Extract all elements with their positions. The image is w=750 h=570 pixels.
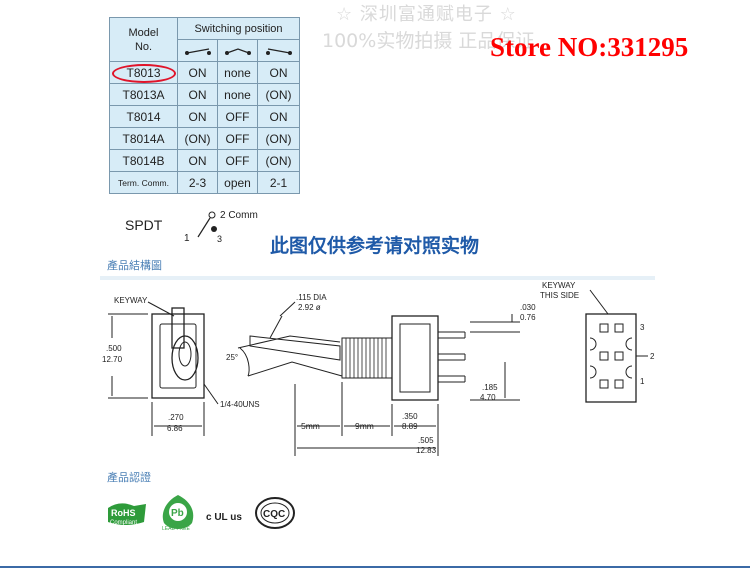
model-header: Model No. xyxy=(109,17,178,62)
model-cell: T8014B xyxy=(109,149,178,172)
dimension-drawing: KEYWAY .500 12.70 .270 6.86 1/4-40UNS 25… xyxy=(100,276,655,456)
position-cell: none xyxy=(217,83,258,106)
cqc-badge-icon: CQC xyxy=(255,497,295,529)
position-symbol-1 xyxy=(177,39,218,62)
position-cell: open xyxy=(217,171,258,194)
position-cell: 2-3 xyxy=(177,171,218,194)
table-row: T8014B ON OFF (ON) xyxy=(109,149,300,172)
pin-2-label: 2 xyxy=(650,352,655,361)
pin-3-label: 3 xyxy=(640,323,645,332)
switching-position-table: Model No. Switching position T8013 ON no… xyxy=(109,17,300,194)
switching-header: Switching position xyxy=(177,17,300,40)
rohs-sub-text: Compliant xyxy=(110,520,137,526)
watermark-line-1: ☆ 深圳富通赋电子 ☆ xyxy=(336,4,517,25)
spdt-comm-label: 2 Comm xyxy=(220,210,258,221)
position-cell: ON xyxy=(257,105,300,128)
dim-686: 6.86 xyxy=(167,424,183,433)
position-cell: OFF xyxy=(217,127,258,150)
position-cell: OFF xyxy=(217,105,258,128)
dim-889: 8.89 xyxy=(402,422,418,431)
position-cell: ON xyxy=(177,83,218,106)
model-cell: T8014 xyxy=(109,105,178,128)
table-row: T8014A (ON) OFF (ON) xyxy=(109,127,300,150)
dim-5mm: 5mm xyxy=(301,421,320,431)
table-row: T8013A ON none (ON) xyxy=(109,83,300,106)
position-cell: 2-1 xyxy=(257,171,300,194)
position-cell: (ON) xyxy=(257,149,300,172)
dim-9mm: 9mm xyxy=(355,421,374,431)
rohs-badge-icon: RoHS Compliant xyxy=(108,503,146,526)
spdt-pin-3: 3 xyxy=(217,234,222,244)
dim-1283: 12.83 xyxy=(416,446,437,455)
table-row: T8014 ON OFF ON xyxy=(109,105,300,128)
ul-text: c UL us xyxy=(206,512,242,523)
keyway-label: KEYWAY xyxy=(114,296,148,305)
switch-down-icon xyxy=(265,47,292,55)
ul-badge-icon: c UL us xyxy=(206,512,242,523)
model-cell: T8013A xyxy=(109,83,178,106)
switch-center-icon xyxy=(224,47,251,55)
dim-076: 0.76 xyxy=(520,313,536,322)
keyway-side-label-1: KEYWAY xyxy=(542,281,576,290)
pb-sub-text: LEAD FREE xyxy=(162,526,190,532)
store-number: Store NO:331295 xyxy=(490,32,689,62)
thread-label: 1/4-40UNS xyxy=(220,400,260,409)
keyway-side-label-2: THIS SIDE xyxy=(540,291,579,300)
pin-1-label: 1 xyxy=(640,377,645,386)
dim-350: .350 xyxy=(402,412,418,421)
section-title-cert: 產品認證 xyxy=(107,471,151,484)
watermark-line-2: 100%实物拍摄 正品保证 xyxy=(322,30,535,52)
position-cell: (ON) xyxy=(257,83,300,106)
position-cell: (ON) xyxy=(177,127,218,150)
spdt-schematic-icon: 2 Comm 1 3 xyxy=(184,210,258,244)
model-cell: Term. Comm. xyxy=(109,171,178,194)
model-header-text: Model No. xyxy=(128,26,159,53)
lead-free-badge-icon: Pb LEAD FREE xyxy=(162,495,194,532)
position-cell: ON xyxy=(177,61,218,84)
reference-notice: 此图仅供参考请对照实物 xyxy=(270,235,480,257)
spdt-pin-1: 1 xyxy=(184,233,190,244)
position-cell: (ON) xyxy=(257,127,300,150)
cqc-text: CQC xyxy=(263,509,285,520)
position-cell: ON xyxy=(177,149,218,172)
dia-mm-label: 2.92 ø xyxy=(298,303,321,312)
dim-270: .270 xyxy=(168,413,184,422)
switch-up-icon xyxy=(184,47,211,55)
position-symbol-2 xyxy=(217,39,258,62)
dim-470: 4.70 xyxy=(480,393,496,402)
rohs-text: RoHS xyxy=(111,508,136,518)
pb-text: Pb xyxy=(171,508,184,519)
dim-1270: 12.70 xyxy=(102,355,123,364)
dim-505: .505 xyxy=(418,436,434,445)
position-cell: ON xyxy=(177,105,218,128)
model-cell: T8014A xyxy=(109,127,178,150)
angle-label: 25° xyxy=(226,353,238,362)
section-title-structure: 產品結構圖 xyxy=(107,259,162,272)
position-cell: OFF xyxy=(217,149,258,172)
position-symbol-3 xyxy=(257,39,300,62)
highlight-circle xyxy=(112,64,176,83)
table-row: Term. Comm. 2-3 open 2-1 xyxy=(109,171,300,194)
dim-185: .185 xyxy=(482,383,498,392)
dim-500: .500 xyxy=(106,344,122,353)
dia-label: .115 DIA xyxy=(296,293,327,302)
position-cell: ON xyxy=(257,61,300,84)
position-cell: none xyxy=(217,61,258,84)
spdt-label: SPDT xyxy=(125,217,163,233)
bottom-divider xyxy=(0,566,750,568)
dim-030: .030 xyxy=(520,303,536,312)
